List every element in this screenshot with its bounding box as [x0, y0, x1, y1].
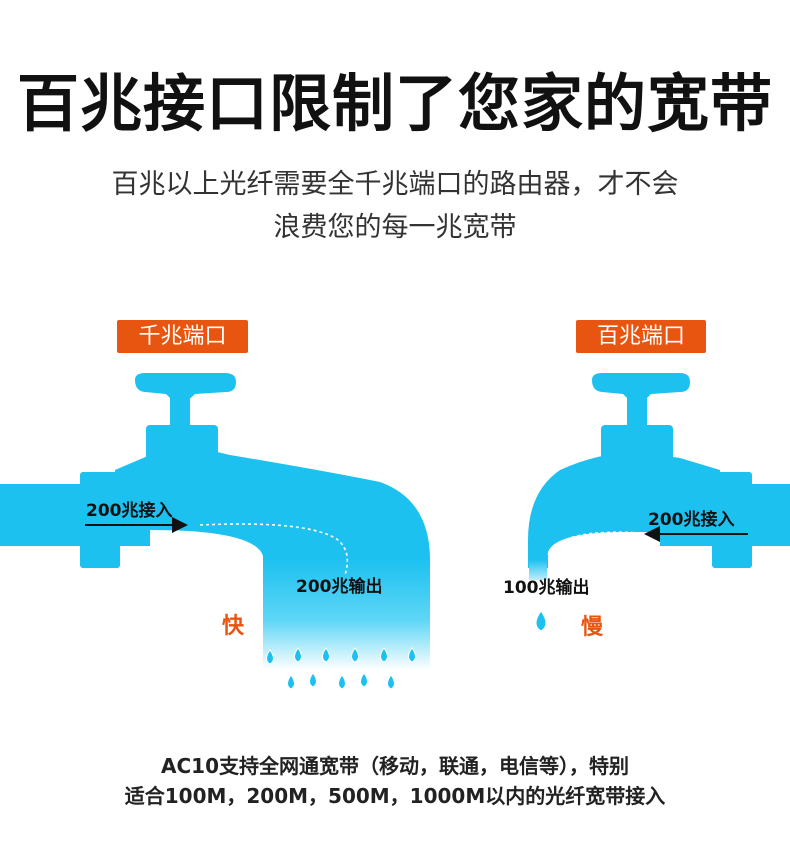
footer-line-1: AC10支持全网通宽带（移动，联通，电信等），特别	[161, 754, 629, 778]
right-valve-bonnet	[601, 425, 673, 473]
left-water-stream	[263, 560, 430, 670]
left-flow-curve	[199, 523, 349, 576]
fast-ethernet-port-badge: 百兆端口	[576, 320, 706, 353]
right-water-stream	[529, 560, 547, 580]
left-input-label: 200兆接入	[86, 501, 173, 521]
slow-speed-label: 慢	[581, 615, 604, 640]
right-faucet	[528, 373, 790, 632]
right-valve-handle	[592, 373, 690, 408]
left-output-label: 200兆输出	[296, 577, 383, 597]
subtitle-line-1: 百兆以上光纤需要全千兆端口的路由器，才不会	[111, 169, 679, 200]
left-valve-bonnet	[146, 425, 218, 473]
right-pipe-flange	[712, 472, 752, 568]
right-flow-curve	[547, 531, 641, 556]
right-water-drop	[535, 610, 547, 632]
left-pipe-flange	[80, 472, 120, 568]
footer-line-2: 适合100M，200M，500M，1000M以内的光纤宽带接入	[124, 784, 666, 808]
left-water-drops	[266, 647, 416, 690]
subtitle-line-2: 浪费您的每一兆宽带	[273, 212, 517, 243]
left-faucet-body	[115, 447, 430, 575]
right-output-label: 100兆输出	[503, 578, 590, 598]
left-valve-handle	[135, 373, 236, 408]
right-input-label: 200兆接入	[648, 510, 735, 530]
page-title: 百兆接口限制了您家的宽带	[16, 67, 773, 140]
right-faucet-body	[528, 452, 720, 568]
gigabit-port-badge: 千兆端口	[117, 320, 248, 353]
fast-speed-label: 快	[222, 614, 245, 639]
left-faucet	[0, 373, 430, 690]
